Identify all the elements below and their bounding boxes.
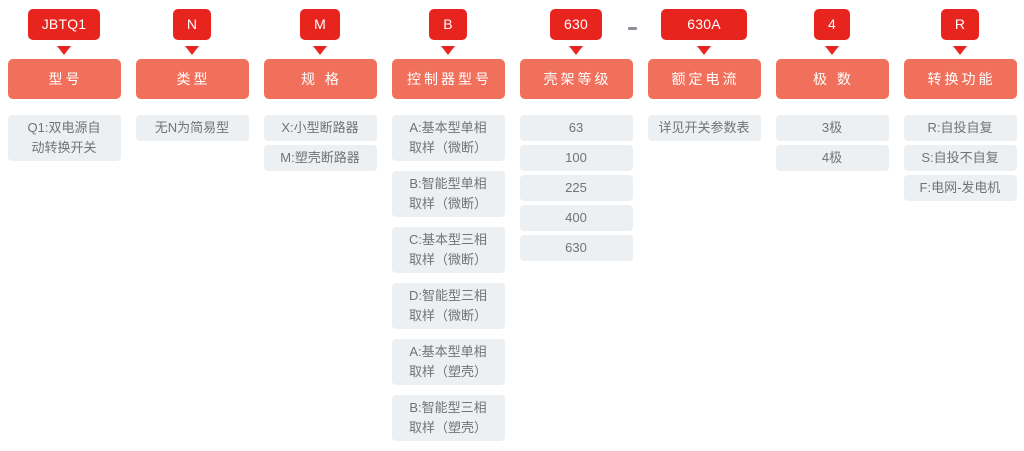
header-model: 型号	[7, 59, 121, 99]
code-badge-slot: B	[429, 0, 467, 44]
list-item: D:智能型三相 取样（微断）	[391, 283, 505, 329]
cell-list-poles: 3极 4极	[775, 115, 889, 175]
list-item: 3极	[775, 115, 889, 141]
list-item: 63	[519, 115, 633, 141]
designation-column-frame-level: 630 壳架等级 63 100 225 400 630	[512, 0, 640, 265]
header-spec: 规 格	[263, 59, 377, 99]
code-badge-spec[interactable]: M	[300, 9, 340, 40]
designation-column-model: JBTQ1 型号 Q1:双电源自 动转换开关	[0, 0, 128, 171]
code-badge-model[interactable]: JBTQ1	[27, 9, 101, 40]
list-item: A:基本型单相 取样（塑壳）	[391, 339, 505, 385]
list-item: B:智能型三相 取样（塑壳）	[391, 395, 505, 441]
designation-column-spec: M 规 格 X:小型断路器 M:塑壳断路器	[256, 0, 384, 175]
code-badge-slot: 4	[814, 0, 850, 44]
list-item: 225	[519, 175, 633, 201]
down-arrow-icon	[825, 46, 839, 55]
code-badge-frame-level[interactable]: 630	[550, 9, 602, 40]
header-frame-level: 壳架等级	[519, 59, 633, 99]
list-item: 400	[519, 205, 633, 231]
code-badge-slot: R	[940, 0, 980, 44]
list-item: 详见开关参数表	[647, 115, 761, 141]
header-type: 类型	[135, 59, 249, 99]
down-arrow-icon	[697, 46, 711, 55]
code-badge-poles[interactable]: 4	[814, 9, 850, 40]
code-badge-slot: N	[172, 0, 212, 44]
code-badge-type[interactable]: N	[172, 9, 212, 40]
down-arrow-icon	[185, 46, 199, 55]
code-badge-slot: JBTQ1	[27, 0, 101, 44]
cell-list-transfer-function: R:自投自复 S:自投不自复 F:电网-发电机	[903, 115, 1017, 205]
code-badge-slot: M	[300, 0, 340, 44]
cell-list-spec: X:小型断路器 M:塑壳断路器	[263, 115, 377, 175]
badge-separator-dash	[628, 27, 637, 30]
list-item: S:自投不自复	[903, 145, 1017, 171]
list-item: 100	[519, 145, 633, 171]
list-item: X:小型断路器	[263, 115, 377, 141]
cell-list-controller: A:基本型单相 取样（微断） B:智能型单相 取样（微断） C:基本型三相 取样…	[391, 115, 505, 451]
code-badge-controller[interactable]: B	[429, 9, 467, 40]
down-arrow-icon	[953, 46, 967, 55]
down-arrow-icon	[441, 46, 455, 55]
down-arrow-icon	[313, 46, 327, 55]
list-item: Q1:双电源自 动转换开关	[7, 115, 121, 161]
cell-list-model: Q1:双电源自 动转换开关	[7, 115, 121, 171]
code-badge-slot: 630	[550, 0, 602, 44]
cell-list-rated-current: 详见开关参数表	[647, 115, 761, 145]
list-item: M:塑壳断路器	[263, 145, 377, 171]
down-arrow-icon	[57, 46, 71, 55]
list-item: 630	[519, 235, 633, 261]
list-item: B:智能型单相 取样（微断）	[391, 171, 505, 217]
code-badge-rated-current[interactable]: 630A	[661, 9, 747, 40]
code-badge-slot: 630A	[661, 0, 747, 44]
header-controller: 控制器型号	[391, 59, 505, 99]
list-item: A:基本型单相 取样（微断）	[391, 115, 505, 161]
designation-column-poles: 4 极 数 3极 4极	[768, 0, 896, 175]
list-item: 无N为简易型	[135, 115, 249, 141]
cell-list-type: 无N为简易型	[135, 115, 249, 151]
designation-column-controller: B 控制器型号 A:基本型单相 取样（微断） B:智能型单相 取样（微断） C:…	[384, 0, 512, 451]
designation-column-type: N 类型 无N为简易型	[128, 0, 256, 151]
list-item: R:自投自复	[903, 115, 1017, 141]
header-rated-current: 额定电流	[647, 59, 761, 99]
cell-list-frame-level: 63 100 225 400 630	[519, 115, 633, 265]
list-item: 4极	[775, 145, 889, 171]
header-poles: 极 数	[775, 59, 889, 99]
list-item: C:基本型三相 取样（微断）	[391, 227, 505, 273]
header-transfer-function: 转换功能	[903, 59, 1017, 99]
list-item: F:电网-发电机	[903, 175, 1017, 201]
down-arrow-icon	[569, 46, 583, 55]
designation-column-transfer-function: R 转换功能 R:自投自复 S:自投不自复 F:电网-发电机	[896, 0, 1024, 205]
designation-column-rated-current: 630A 额定电流 详见开关参数表	[640, 0, 768, 145]
code-badge-transfer-function[interactable]: R	[940, 9, 980, 40]
